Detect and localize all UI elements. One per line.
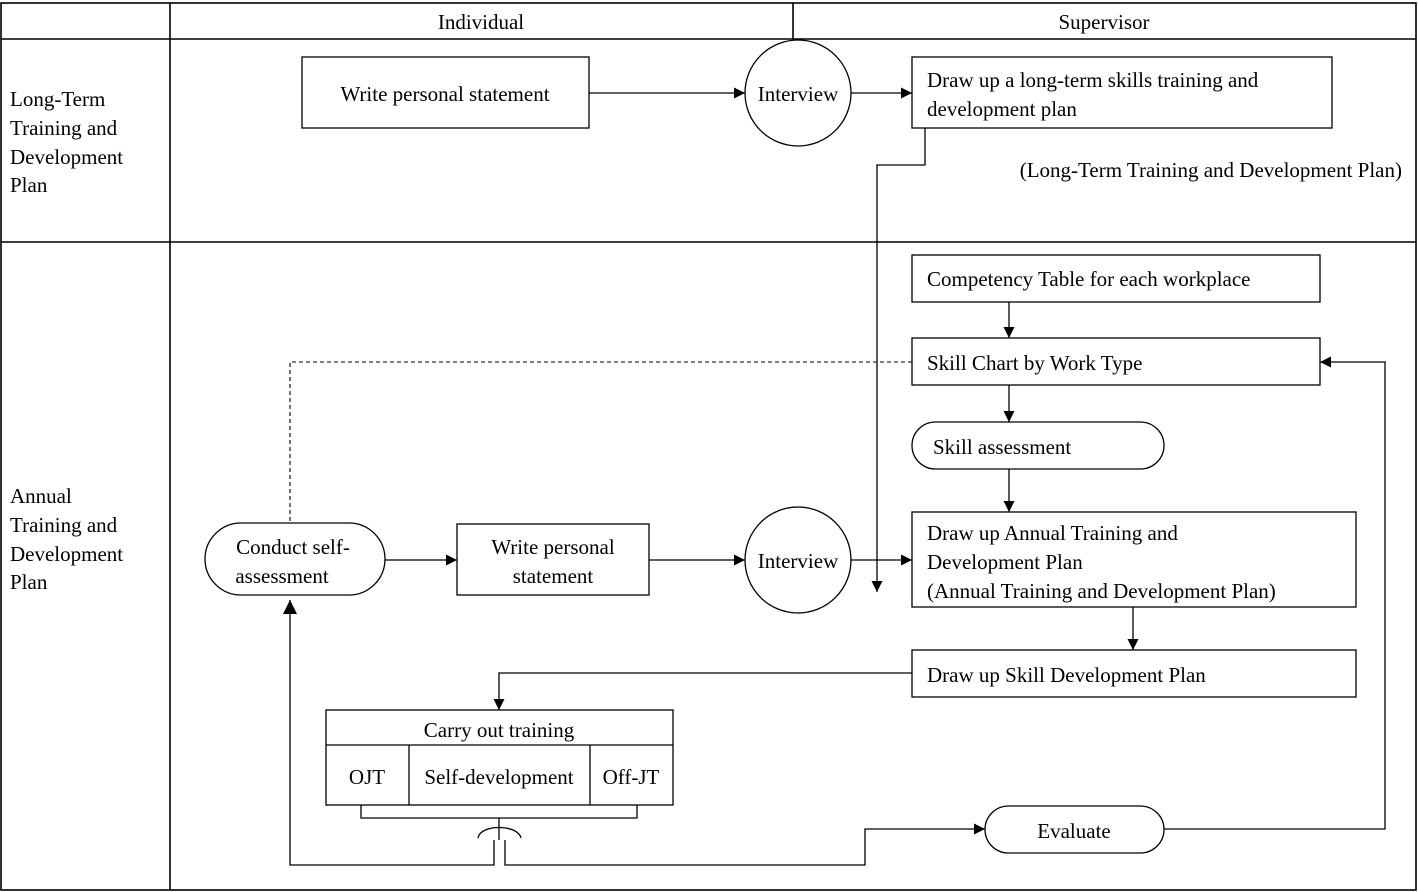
box-label-line: development plan xyxy=(927,97,1077,121)
box-label: Draw up Skill Development Plan xyxy=(927,663,1206,687)
terminal-label-line: Conduct self- xyxy=(236,535,350,559)
training-ojt: OJT xyxy=(349,765,385,789)
long-term-plan-document: (Long-Term Training and Development Plan… xyxy=(1020,158,1402,182)
row-label-line: Annual xyxy=(10,484,72,508)
long-term-interview-circle: Interview xyxy=(744,39,852,147)
dashed-link-skill-chart-to-self-assessment xyxy=(289,361,912,523)
arrow-evaluate-to-skill-chart xyxy=(1164,356,1386,830)
box-label-line: Draw up Annual Training and xyxy=(927,521,1178,545)
row-label-line: Development xyxy=(10,542,123,566)
box-label: Skill Chart by Work Type xyxy=(927,351,1142,375)
line-hop xyxy=(477,826,522,839)
box-label: Write personal statement xyxy=(340,82,549,106)
arrow-training-to-self-assessment xyxy=(283,600,495,866)
training-off-jt: Off-JT xyxy=(603,765,660,789)
terminal-label-line: assessment xyxy=(235,564,328,588)
annual-interview-circle: Interview xyxy=(744,506,852,614)
competency-table-box: Competency Table for each workplace xyxy=(911,254,1321,303)
circle-label: Interview xyxy=(758,82,839,106)
row-label-long-term: Long-Term Training and Development Plan xyxy=(10,87,123,197)
terminal-label: Evaluate xyxy=(1037,819,1110,843)
long-term-write-statement-box: Write personal statement xyxy=(301,56,590,129)
row-label-annual: Annual Training and Development Plan xyxy=(10,484,123,594)
row-label-line: Development xyxy=(10,145,123,169)
row-label-line: Plan xyxy=(10,173,48,197)
row-label-line: Training and xyxy=(10,116,118,140)
long-term-plan-box: Draw up a long-term skills training and … xyxy=(911,56,1333,129)
box-label-line: Draw up a long-term skills training and xyxy=(927,68,1259,92)
box-label-line: (Annual Training and Development Plan) xyxy=(927,579,1276,603)
skill-chart-box: Skill Chart by Work Type xyxy=(911,337,1321,386)
self-assessment-terminal: Conduct self- assessment xyxy=(204,522,386,596)
evaluate-terminal: Evaluate xyxy=(984,805,1165,854)
training-title: Carry out training xyxy=(424,718,575,742)
circle-label: Interview xyxy=(758,549,839,573)
column-header-individual: Individual xyxy=(438,10,524,34)
arrow-skill-dev-to-training xyxy=(493,672,912,710)
arrow-longterm-plan-down xyxy=(871,128,926,592)
box-label-line: statement xyxy=(513,564,594,588)
terminal-label: Skill assessment xyxy=(933,435,1071,459)
annual-plan-box: Draw up Annual Training and Development … xyxy=(911,511,1357,608)
row-label-line: Training and xyxy=(10,513,118,537)
row-label-line: Plan xyxy=(10,570,48,594)
training-self-development: Self-development xyxy=(424,765,573,789)
row-label-line: Long-Term xyxy=(10,87,105,111)
training-bracket xyxy=(360,805,638,819)
box-label: Competency Table for each workplace xyxy=(927,267,1251,291)
box-label-line: Development Plan xyxy=(927,550,1083,574)
carry-out-training-box: Carry out training OJT Self-development … xyxy=(325,709,674,806)
skill-assessment-terminal: Skill assessment xyxy=(911,421,1165,470)
arrow-training-to-evaluate xyxy=(504,823,985,866)
skill-dev-plan-box: Draw up Skill Development Plan xyxy=(911,649,1357,698)
column-header-supervisor: Supervisor xyxy=(1059,10,1150,34)
box-label-line: Write personal xyxy=(491,535,615,559)
annual-write-statement-box: Write personal statement xyxy=(456,523,650,596)
